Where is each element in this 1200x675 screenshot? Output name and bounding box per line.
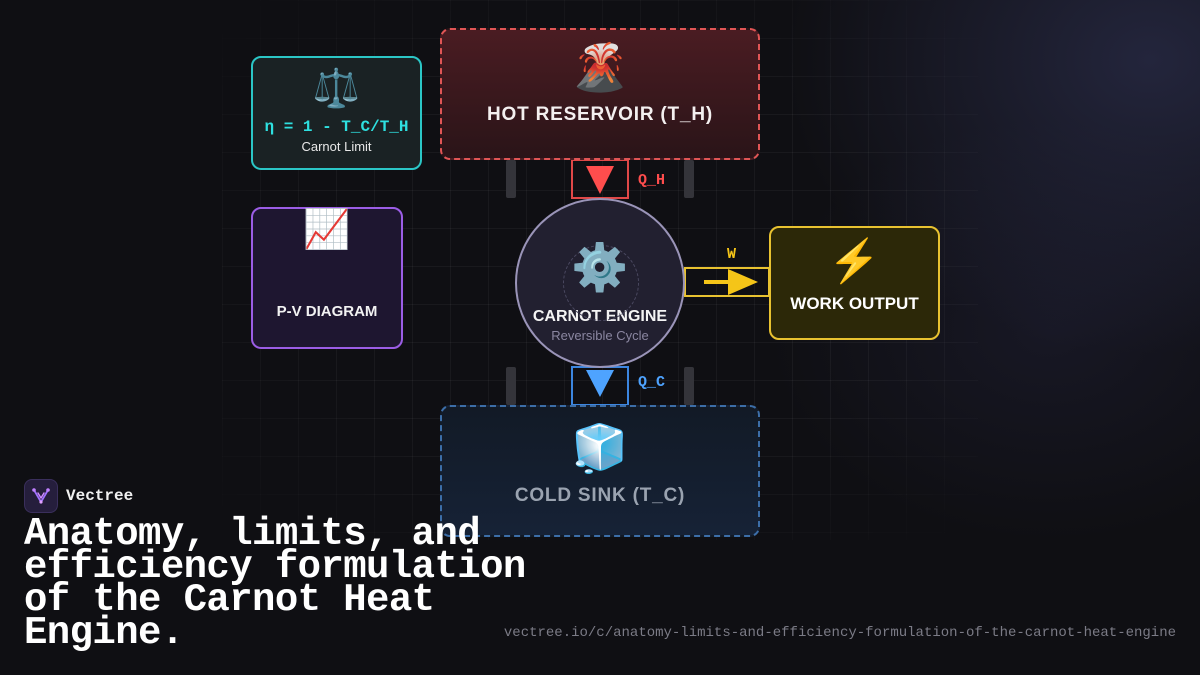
chart-increasing-icon: 📈 bbox=[303, 209, 351, 251]
work-output-label: WORK OUTPUT bbox=[790, 294, 919, 313]
heat-in-label: Q_H bbox=[638, 172, 666, 189]
vectree-logo-icon bbox=[24, 479, 58, 513]
page-title: Anatomy, limits, and efficiency formulat… bbox=[24, 512, 526, 655]
carnot-limit-caption: Carnot Limit bbox=[301, 139, 372, 154]
engine-subtitle: Reversible Cycle bbox=[551, 328, 649, 343]
volcano-icon: 🌋 bbox=[571, 41, 629, 93]
arrow-down-icon bbox=[586, 166, 614, 194]
lightning-icon: ⚡ bbox=[828, 237, 881, 284]
brand[interactable]: Vectree bbox=[24, 479, 133, 513]
arrow-down-icon bbox=[586, 370, 614, 397]
connector-post bbox=[506, 160, 516, 198]
carnot-engine: ⚙️ CARNOT ENGINE Reversible Cycle bbox=[515, 198, 685, 368]
engine-dashed-ring bbox=[563, 245, 639, 321]
ice-cube-icon: 🧊 bbox=[571, 422, 629, 474]
arrow-right-icon bbox=[704, 269, 758, 295]
work-output-card: ⚡ WORK OUTPUT bbox=[769, 226, 940, 340]
pv-diagram-card: 📈 P-V DIAGRAM bbox=[251, 207, 403, 349]
cold-sink-label: COLD SINK (T_C) bbox=[514, 485, 686, 506]
scales-icon: ⚖️ bbox=[312, 68, 361, 110]
heat-out-label: Q_C bbox=[638, 374, 666, 391]
source-url[interactable]: vectree.io/c/anatomy-limits-and-efficien… bbox=[503, 625, 1176, 641]
work-arrow bbox=[684, 267, 770, 297]
cold-sink: 🧊 COLD SINK (T_C) bbox=[440, 405, 760, 537]
brand-name: Vectree bbox=[66, 487, 134, 505]
carnot-limit-card: ⚖️ η = 1 - T_C/T_H Carnot Limit bbox=[251, 56, 422, 170]
connector-post bbox=[684, 160, 694, 198]
pv-diagram-label: P-V DIAGRAM bbox=[276, 303, 378, 320]
hot-reservoir-label: HOT RESERVOIR (T_H) bbox=[487, 104, 713, 125]
heat-out-arrow bbox=[571, 366, 629, 406]
connector-post bbox=[506, 367, 516, 405]
connector-post bbox=[684, 367, 694, 405]
heat-in-arrow bbox=[571, 159, 629, 199]
efficiency-formula: η = 1 - T_C/T_H bbox=[264, 118, 409, 136]
hot-reservoir: 🌋 HOT RESERVOIR (T_H) bbox=[440, 28, 760, 160]
work-label: W bbox=[727, 246, 737, 263]
gear-icon: ⚙️ bbox=[571, 241, 629, 293]
